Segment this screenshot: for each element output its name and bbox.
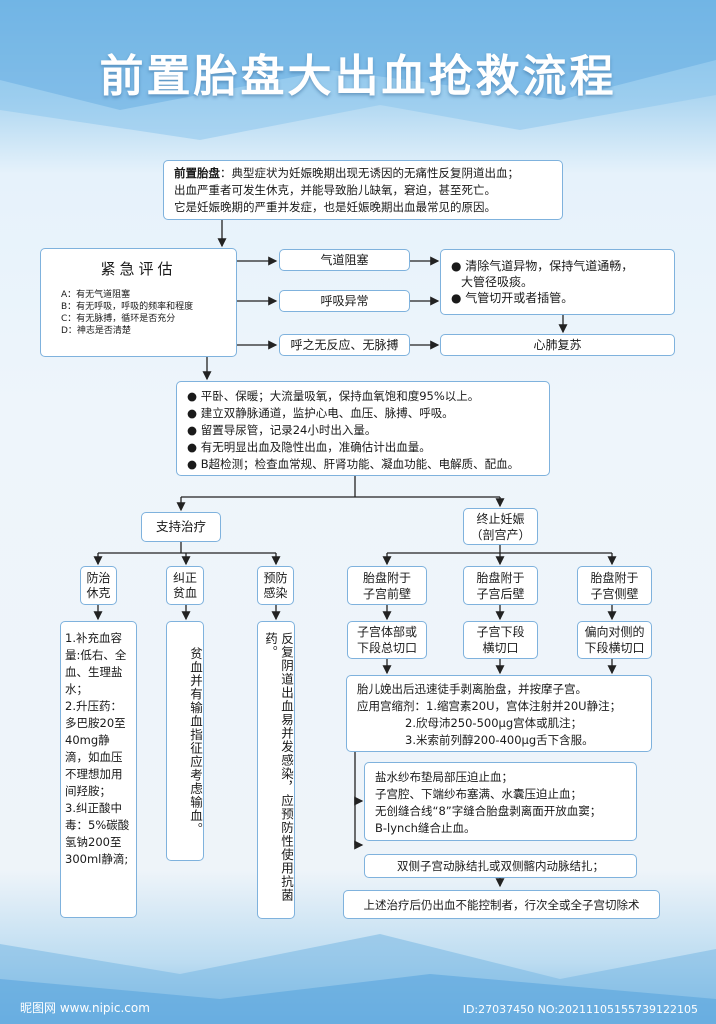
ligation-box: 双侧子宫动脉结扎或双侧髂内动脉结扎； [364,854,637,878]
incision-lateral-box: 偏向对侧的 下段横切口 [577,621,652,659]
airway-actions-box: ● 清除气道异物，保持气道通畅， 大管径吸痰。 ● 气管切开或者插管。 [440,249,675,315]
intro-line-3: 它是妊娠晚期的严重并发症，也是妊娠晚期出血最常见的原因。 [174,200,496,214]
placenta-lateral-line1: 胎盘附于 [590,570,639,585]
incision-lateral-line1: 偏向对侧的 [584,625,645,639]
incision-posterior-line1: 子宫下段 [476,625,525,639]
infection-detail-box: 反复阴道出血易并发感染，应预防性使用抗菌药。 [257,621,295,919]
measure-item: ● 有无明显出血及隐性出血，准确估计出血量。 [187,440,431,454]
assessment-box: 紧急评估 A：有无气道阻塞 B：有无呼吸，呼吸的频率和程度 C：有无脉搏，循环是… [40,248,237,357]
shock-detail-line: 氢钠200至 [65,835,122,849]
incision-lateral-line2: 下段横切口 [584,641,645,655]
finding-airway-obstruction: 气道阻塞 [279,249,410,271]
incision-posterior-box: 子宫下段 横切口 [463,621,538,659]
shock-detail-line: 间羟胺； [65,784,111,798]
shock-detail-line: 血、生理盐 [65,665,123,679]
placenta-posterior-line1: 胎盘附于 [476,570,525,585]
assessment-item: D：神志是否清楚 [61,326,131,336]
assessment-list: A：有无气道阻塞 B：有无呼吸，呼吸的频率和程度 C：有无脉搏，循环是否充分 D… [61,289,236,337]
hemostasis-box: 盐水纱布垫局部压迫止血； 子宫腔、下端纱布塞满、水囊压迫止血； 无创缝合线“8”… [364,762,637,841]
airway-action: ● 气管切开或者插管。 [451,291,574,305]
intro-line-2: 出血严重者可发生休克，并能导致胎儿缺氧，窘迫，甚至死亡。 [174,183,496,197]
delivery-line: 2.欣母沛250-500μg宫体或肌注； [405,716,583,730]
infection-box: 预防感染 [257,566,294,605]
hemostasis-line: 盐水纱布垫局部压迫止血； [375,770,513,784]
placenta-lateral-box: 胎盘附于 子宫侧壁 [577,566,652,605]
placenta-anterior-line1: 胎盘附于 [362,570,411,585]
shock-detail-line: 量:低右、全 [65,648,127,662]
incision-anterior-line1: 子宫体部或 [356,625,417,639]
hemostasis-line: 无创缝合线“8”字缝合胎盘剥离面开放血窦； [375,804,602,818]
airway-action: 大管径吸痰。 [461,275,534,289]
anemia-box: 纠正贫血 [166,566,204,605]
incision-posterior-line2: 横切口 [482,641,519,655]
watermark-id: ID:27037450 NO:20211105155739122105 [462,1003,698,1016]
shock-title: 防治休克 [86,570,111,600]
measure-item: ● B超检测；检查血常规、肝肾功能、凝血功能、电解质、配血。 [187,457,520,471]
header-background [0,0,716,140]
shock-detail-line: 2.升压药： [65,699,122,713]
shock-detail-line: 40mg静 [65,733,110,747]
shock-detail-line: 3.纠正酸中 [65,801,122,815]
placenta-anterior-box: 胎盘附于 子宫前壁 [347,566,427,605]
assessment-item: A：有无气道阻塞 [61,290,131,300]
placenta-posterior-box: 胎盘附于 子宫后壁 [463,566,538,605]
anemia-title: 纠正贫血 [172,570,197,600]
incision-anterior-box: 子宫体部或 下段总切口 [347,621,427,659]
intro-line-1: ：典型症状为妊娠晚期出现无诱因的无痛性反复阴道出血； [220,166,519,180]
hemostasis-line: B-lynch缝合止血。 [375,821,476,835]
shock-detail-line: 多巴胺20至 [65,716,126,730]
shock-detail-line: 300ml静滴; [65,852,129,866]
general-measures-box: ● 平卧、保暖；大流量吸氧，保持血氧饱和度95%以上。 ● 建立双静脉通道，监护… [176,381,550,476]
measure-item: ● 建立双静脉通道，监护心电、血压、脉搏、呼吸。 [187,406,454,420]
footer-background [0,934,716,1024]
finding-unresponsive-no-pulse: 呼之无反应、无脉搏 [279,334,410,356]
assessment-title: 紧急评估 [100,260,177,278]
airway-action: ● 清除气道异物，保持气道通畅， [451,259,634,273]
page-title: 前置胎盘大出血抢救流程 [99,51,617,102]
measure-item: ● 留置导尿管，记录24小时出入量。 [187,423,377,437]
measure-item: ● 平卧、保暖；大流量吸氧，保持血氧饱和度95%以上。 [187,389,480,403]
anemia-detail-box: 贫血并有输血指征应考虑输血。 [166,621,204,861]
shock-detail-line: 1.补充血容 [65,631,122,645]
delivery-box: 胎儿娩出后迅速徒手剥离胎盘，并按摩子宫。 应用宫缩剂：1.缩宫素20U，宫体注射… [346,675,652,752]
delivery-line: 胎儿娩出后迅速徒手剥离胎盘，并按摩子宫。 [357,682,587,696]
watermark-site: 昵图网 www.nipic.com [20,1001,150,1015]
incision-anterior-line2: 下段总切口 [356,641,417,655]
placenta-lateral-line2: 子宫侧壁 [590,586,639,601]
intro-box: 前置胎盘：典型症状为妊娠晚期出现无诱因的无痛性反复阴道出血； 出血严重者可发生休… [163,160,563,220]
finding-abnormal-breathing: 呼吸异常 [279,290,410,312]
shock-detail-line: 水； [65,682,88,696]
shock-box: 防治休克 [80,566,117,605]
placenta-anterior-line2: 子宫前壁 [362,586,411,601]
shock-detail-line: 毒：5%碳酸 [65,818,130,832]
cpr-box: 心肺复苏 [440,334,675,356]
support-treatment-box: 支持治疗 [141,512,221,542]
intro-term: 前置胎盘 [174,166,220,180]
hemostasis-line: 子宫腔、下端纱布塞满、水囊压迫止血； [375,787,582,801]
shock-detail-line: 不理想加用 [65,767,123,781]
delivery-line: 应用宫缩剂：1.缩宫素20U，宫体注射并20U静注； [357,699,622,713]
terminate-pregnancy-box: 终止妊娠 （剖宫产） [463,508,538,545]
terminate-subtitle: （剖宫产） [470,527,531,542]
delivery-line: 3.米索前列醇200-400μg舌下含服。 [405,733,594,747]
shock-detail-line: 滴，如血压 [65,750,123,764]
shock-detail-box: 1.补充血容 量:低右、全 血、生理盐 水； 2.升压药： 多巴胺20至 40m… [60,621,137,918]
terminate-title: 终止妊娠 [476,511,525,526]
hysterectomy-box: 上述治疗后仍出血不能控制者，行次全或全子宫切除术 [343,890,660,919]
infection-title: 预防感染 [263,570,288,600]
assessment-item: B：有无呼吸，呼吸的频率和程度 [61,302,194,312]
placenta-posterior-line2: 子宫后壁 [476,586,525,601]
assessment-item: C：有无脉搏，循环是否充分 [61,314,176,324]
